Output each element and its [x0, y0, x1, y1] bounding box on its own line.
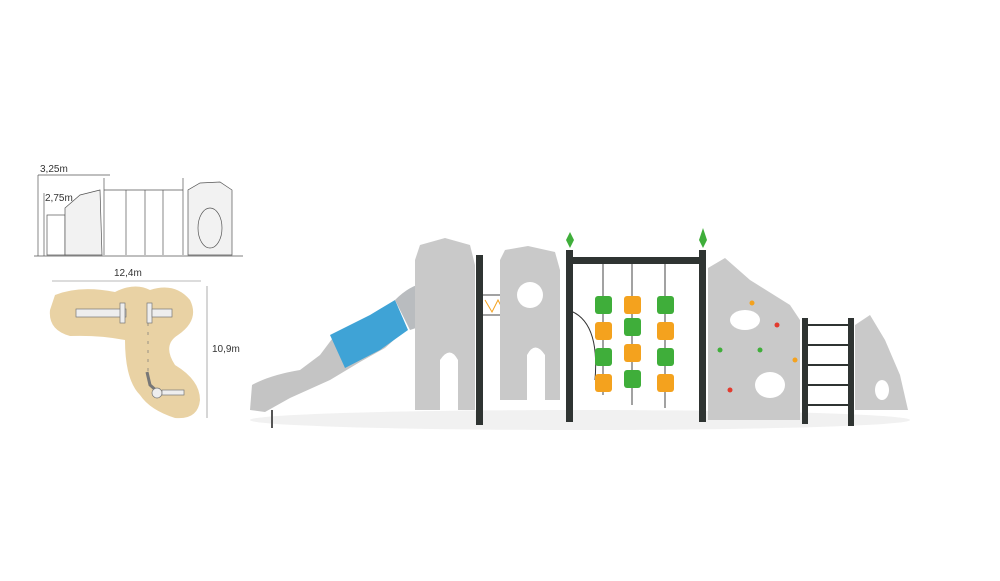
climbing-wall	[708, 258, 800, 420]
platform-height-label: 2,75m	[45, 193, 73, 204]
dimension-lines	[52, 280, 208, 418]
width-label: 10,9m	[212, 344, 240, 355]
length-label: 12,4m	[114, 268, 142, 279]
stone-panel	[415, 238, 475, 410]
plan-footprint	[49, 286, 201, 419]
total-height-label: 3,25m	[40, 164, 68, 175]
elevation-drawing	[34, 174, 243, 257]
climbing-wall	[855, 315, 908, 410]
playground-render	[250, 228, 910, 430]
climbing-chains	[595, 264, 674, 408]
stone-panel	[500, 246, 560, 400]
plan-structures	[75, 302, 185, 399]
